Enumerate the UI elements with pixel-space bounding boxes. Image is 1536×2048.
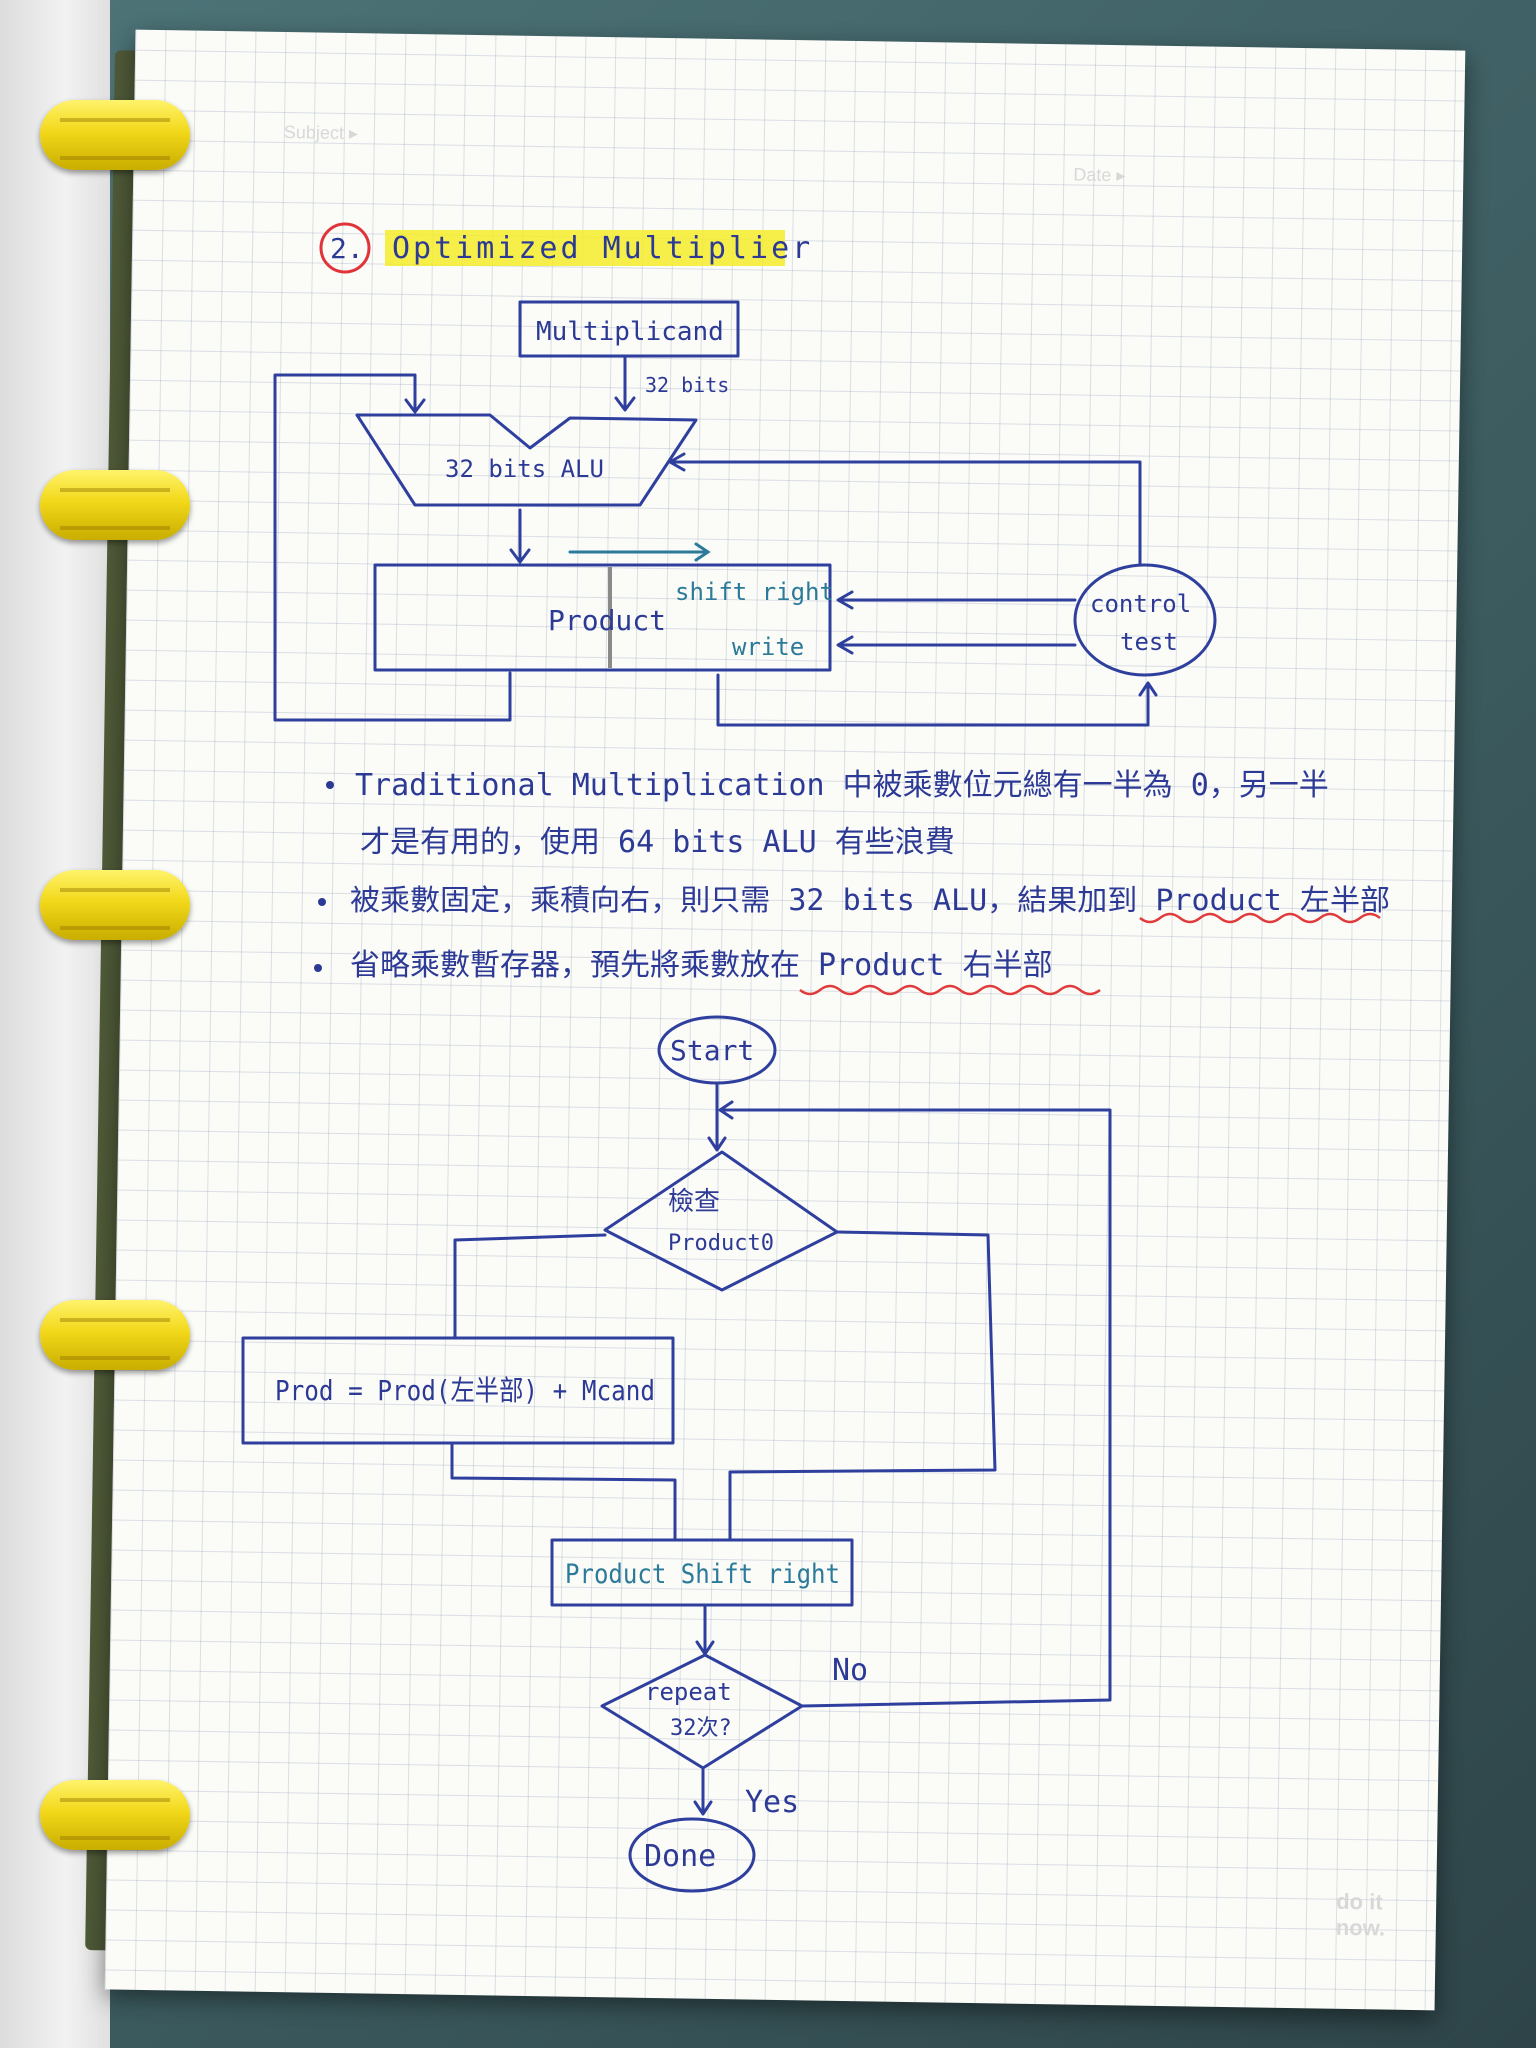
add-step-box	[241, 1336, 675, 1445]
done-label: Done	[644, 1839, 716, 1874]
red-underline	[799, 984, 1101, 996]
title-text: Optimized Multiplier	[392, 231, 813, 266]
repeat-label-line1: repeat	[645, 1678, 732, 1706]
shift-direction-arrow	[568, 542, 711, 562]
bullet	[318, 898, 326, 906]
title: 2. Optimized Multiplier	[319, 222, 813, 274]
product-label: Product	[548, 604, 666, 637]
repeat-decision	[600, 1653, 804, 1770]
notes-list: Traditional Multiplication 中被乘數位元總有一半為 0…	[314, 768, 1390, 996]
no-label: No	[832, 1653, 868, 1688]
product-test-feedback	[716, 673, 1158, 727]
bullet	[326, 781, 334, 789]
check-skip-line	[728, 1230, 997, 1542]
yes-label: Yes	[745, 1785, 799, 1820]
multiplicand-arrow	[614, 356, 636, 412]
hardware-diagram: Multiplicand 32 bits 32 bits ALU Product…	[273, 300, 1217, 727]
width-label: 32 bits	[645, 373, 729, 397]
title-number-circle	[319, 222, 371, 274]
flowchart: Start 檢查 Product0 Prod = Prod(左半部) + Mca…	[241, 1015, 1112, 1893]
note-1-line-2: 才是有用的，使用 64 bits ALU 有些浪費	[360, 825, 955, 860]
test-label: test	[1120, 628, 1178, 656]
note-3-line-1: 省略乘數暫存器，預先將乘數放在 Product 右半部	[350, 948, 1053, 983]
check-decision	[603, 1150, 839, 1292]
write-label: write	[732, 633, 804, 661]
alu-shape	[355, 413, 698, 507]
product-alu-feedback	[273, 373, 512, 722]
product-register	[373, 563, 832, 672]
start-arrow	[707, 1083, 727, 1152]
bullet	[314, 964, 322, 972]
binder-ring	[40, 100, 190, 170]
repeat-yes-arrow	[693, 1768, 713, 1816]
alu-output-arrow	[509, 508, 531, 564]
multiplicand-label: Multiplicand	[536, 317, 724, 347]
shift-to-repeat-arrow	[695, 1605, 715, 1656]
check-label-line2: Product0	[668, 1231, 774, 1256]
control-label: control	[1090, 590, 1191, 618]
red-underline	[1139, 912, 1381, 924]
alu-label: 32 bits ALU	[445, 455, 604, 483]
loop-back-line	[718, 1100, 1112, 1299]
check-to-add-line	[453, 1233, 607, 1340]
binder-ring	[40, 1780, 190, 1850]
title-number: 2.	[330, 232, 364, 265]
multiplicand-box	[518, 300, 740, 358]
start-label: Start	[670, 1034, 754, 1067]
shift-right-label: shift right	[675, 578, 834, 606]
repeat-label-line2: 32次?	[670, 1716, 732, 1741]
shift-step-label: Product Shift right	[565, 1559, 840, 1590]
control-test-ellipse	[1073, 563, 1217, 677]
add-step-label: Prod = Prod(左半部) + Mcand	[275, 1374, 655, 1407]
write-control-arrow	[836, 635, 1077, 655]
repeat-no-line	[800, 1295, 1112, 1708]
check-label-line1: 檢查	[668, 1187, 720, 1217]
control-alu-arrow	[668, 452, 1142, 567]
shift-step-box	[550, 1538, 854, 1607]
binder-ring	[40, 870, 190, 940]
done-terminal	[628, 1817, 756, 1893]
binder-ring	[40, 1300, 190, 1370]
binder-ring	[40, 470, 190, 540]
note-1-line-1: Traditional Multiplication 中被乘數位元總有一半為 0…	[355, 768, 1329, 803]
add-to-shift-line	[450, 1443, 677, 1542]
note-2-line-1: 被乘數固定，乘積向右，則只需 32 bits ALU，結果加到 Product …	[350, 883, 1390, 917]
shift-control-arrow	[836, 590, 1077, 610]
start-terminal	[657, 1015, 777, 1085]
